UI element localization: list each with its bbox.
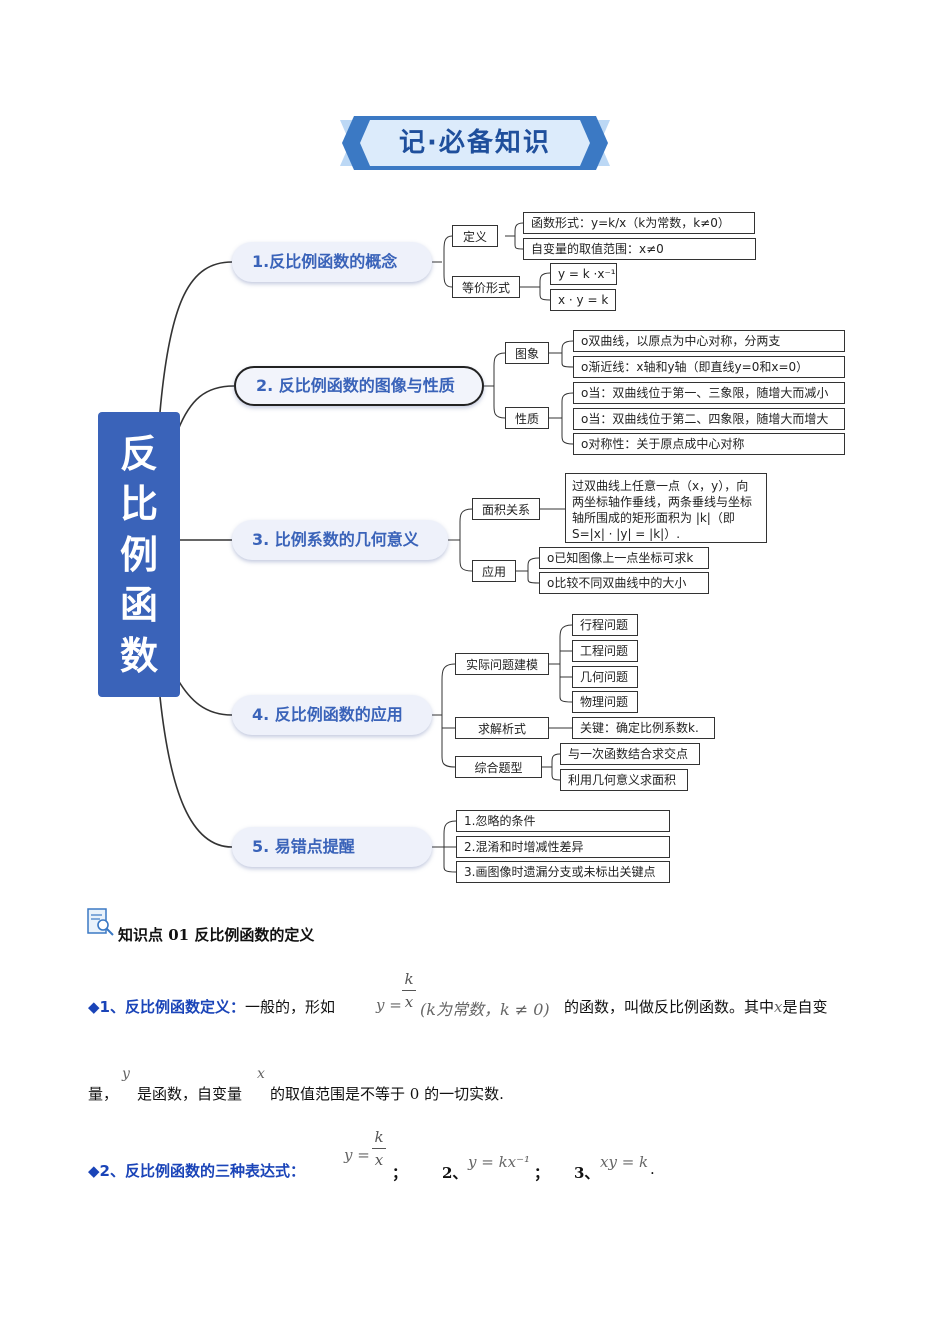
text-fragment: 一般的，形如: [244, 998, 335, 1016]
leaf-node: o双曲线，以原点为中心对称，分两支: [573, 330, 845, 352]
formula-fraction: k x: [402, 970, 416, 1011]
frac-bar: [372, 1148, 386, 1149]
frac-bar: [402, 990, 416, 991]
frac-numerator: k: [374, 1128, 384, 1146]
group-label: 定义: [452, 225, 498, 247]
root-char: 反: [119, 431, 158, 476]
text-fragment: 的函数，叫做反比例函数。其中: [564, 998, 775, 1016]
group-label: 综合题型: [455, 756, 542, 778]
leaf-node: 行程问题: [572, 614, 638, 636]
group-label: 求解析式: [455, 717, 549, 739]
leaf-node: y = k ·x⁻¹: [550, 263, 617, 285]
leaf-node: 1.忽略的条件: [456, 810, 670, 832]
formula-lhs: y =: [376, 996, 402, 1014]
mindmap-root: 反 比 例 函 数: [98, 412, 180, 697]
leaf-node: o当：双曲线位于第一、三象限，随增大而减小: [573, 382, 845, 404]
root-char: 比: [119, 482, 158, 526]
variable-x: x: [774, 998, 783, 1016]
form-3: xy = k: [600, 1153, 649, 1171]
leaf-node: 自变量的取值范围：x≠0: [523, 238, 756, 260]
text-fragment: 的取值范围是不等于 0 的一切实数.: [270, 1085, 504, 1103]
group-label: 性质: [505, 407, 549, 429]
leaf-node: o当：双曲线位于第二、四象限，随增大而增大: [573, 408, 845, 430]
definition-label: ◆1、反比例函数定义：: [88, 998, 245, 1016]
leaf-node: 物理问题: [572, 691, 638, 713]
leaf-node: 函数形式：y=k/x（k为常数，k≠0）: [523, 212, 755, 234]
group-label: 等价形式: [452, 276, 520, 298]
definition-continuation: 的函数，叫做反比例函数。其中x是自变: [564, 996, 828, 1017]
text-fragment: 量，: [88, 1085, 119, 1103]
leaf-node: 3.画图像时遗漏分支或未标出关键点: [456, 861, 670, 883]
form-2: y = kx⁻¹: [468, 1153, 531, 1171]
leaf-node: o对称性：关于原点成中心对称: [573, 433, 845, 455]
forms-label: ◆2、反比例函数的三种表达式：: [88, 1162, 305, 1180]
mindmap-connectors: [159, 222, 574, 873]
group-label: 图象: [505, 342, 549, 364]
leaf-node: x · y = k: [550, 289, 616, 311]
form-1-lhs: y =: [344, 1146, 370, 1164]
form-number: 3、: [574, 1164, 600, 1182]
knowledge-heading: 知识点 01 反比例函数的定义: [118, 926, 315, 944]
leaf-node: o比较不同双曲线中的大小: [539, 572, 709, 594]
leaf-node: 几何问题: [572, 666, 638, 688]
form-1-fraction: k x: [372, 1128, 386, 1169]
form-number: 2、: [442, 1164, 468, 1182]
group-label: 面积关系: [472, 498, 540, 520]
definition-line-1: ◆1、反比例函数定义：一般的，形如: [88, 996, 335, 1017]
leaf-node: 关键：确定比例系数k.: [572, 717, 715, 739]
leaf-node: 2.混淆和时增减性差异: [456, 836, 670, 858]
branch-1-title: 1.反比例函数的概念: [232, 242, 432, 282]
separator: ；: [534, 1164, 550, 1182]
variable-y: y: [122, 1066, 130, 1082]
leaf-node: 过双曲线上任意一点（x，y），向两坐标轴作垂线，两条垂线与坐标轴所围成的矩形面积…: [565, 473, 767, 543]
branch-2-title: 2. 反比例函数的图像与性质: [234, 366, 484, 406]
forms-label-line: ◆2、反比例函数的三种表达式：: [88, 1160, 305, 1181]
root-char: 函: [119, 583, 158, 627]
text-fragment: 是函数，自变量: [137, 1085, 243, 1103]
frac-numerator: k: [404, 970, 414, 988]
root-char: 数: [119, 633, 158, 678]
frac-denominator: x: [374, 1151, 384, 1169]
branch-5-title: 5. 易错点提醒: [232, 827, 432, 867]
leaf-node: 利用几何意义求面积: [560, 769, 688, 791]
branch-4-title: 4. 反比例函数的应用: [232, 695, 432, 735]
root-char: 例: [119, 532, 158, 577]
end-period: .: [650, 1160, 655, 1178]
formula-condition: (k为常数，k ≠ 0): [420, 1000, 550, 1019]
branch-3-title: 3. 比例系数的几何意义: [232, 520, 448, 560]
separator: ；: [392, 1164, 408, 1182]
leaf-node: o渐近线：x轴和y轴（即直线y=0和x=0）: [573, 356, 845, 378]
group-label: 实际问题建模: [455, 653, 549, 675]
banner-graphic: [340, 116, 610, 170]
leaf-node: 与一次函数结合求交点: [560, 743, 700, 765]
group-label: 应用: [472, 560, 516, 582]
variable-x: x: [257, 1066, 265, 1082]
leaf-node: 工程问题: [572, 640, 638, 662]
document-search-icon: [87, 908, 114, 936]
frac-denominator: x: [404, 993, 414, 1011]
banner-title: 记·必备知识: [399, 128, 551, 158]
leaf-node: o已知图像上一点坐标可求k: [539, 547, 709, 569]
text-fragment: 是自变: [782, 998, 828, 1016]
